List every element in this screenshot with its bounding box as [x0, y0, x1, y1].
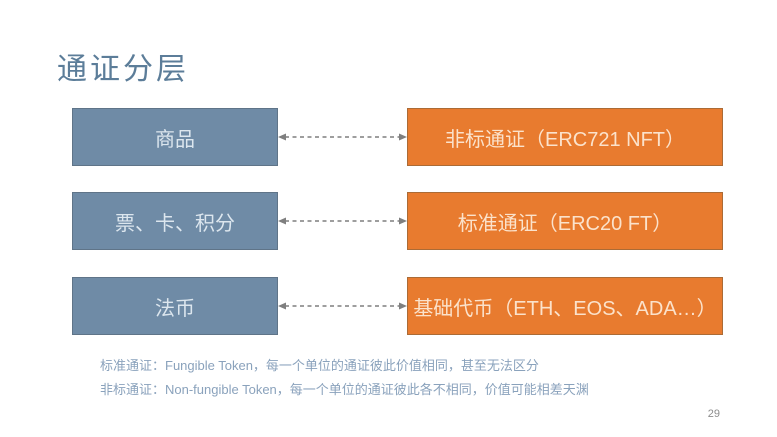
diagram-row-commodity: 商品 非标通证（ERC721 NFT）: [0, 108, 777, 166]
diagram-row-tickets: 票、卡、积分 标准通证（ERC20 FT）: [0, 192, 777, 250]
token-box-ft: 标准通证（ERC20 FT）: [407, 192, 723, 250]
page-number: 29: [707, 408, 720, 420]
footnotes: 标准通证：Fungible Token，每一个单位的通证彼此价值相同，甚至无法区…: [100, 354, 589, 402]
dashed-double-arrow-icon: [278, 217, 407, 225]
category-box-commodity: 商品: [72, 108, 278, 166]
diagram-row-fiat: 法币 基础代币（ETH、EOS、ADA…）: [0, 277, 777, 335]
dashed-double-arrow-icon: [278, 302, 407, 310]
token-box-base-coins: 基础代币（ETH、EOS、ADA…）: [407, 277, 723, 335]
dashed-double-arrow-icon: [278, 133, 407, 141]
footnote-fungible: 标准通证：Fungible Token，每一个单位的通证彼此价值相同，甚至无法区…: [100, 358, 539, 373]
category-box-tickets: 票、卡、积分: [72, 192, 278, 250]
slide-title: 通证分层: [57, 53, 189, 86]
token-box-nft: 非标通证（ERC721 NFT）: [407, 108, 723, 166]
category-box-fiat: 法币: [72, 277, 278, 335]
footnote-non-fungible: 非标通证：Non-fungible Token，每一个单位的通证彼此各不相同，价…: [100, 382, 589, 397]
